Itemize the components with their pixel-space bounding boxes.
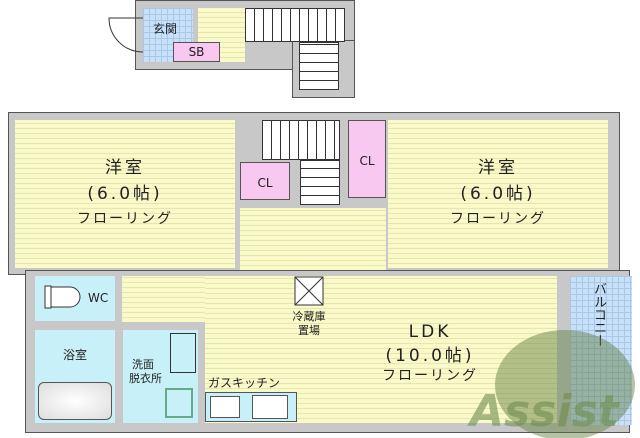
western-room-right xyxy=(388,120,608,268)
bathtub-icon xyxy=(38,382,112,420)
shoe-box xyxy=(173,42,220,62)
entrance-door-icon xyxy=(108,17,144,53)
stairs xyxy=(262,120,340,160)
room-name: 洋室 xyxy=(478,158,518,178)
ldk-floor: フローリング xyxy=(382,368,478,384)
room-size: (6.0帖) xyxy=(87,184,163,204)
washing-machine-icon xyxy=(165,388,193,418)
washroom-label: 脱衣所 xyxy=(129,372,162,385)
entrance-label: 玄関 xyxy=(152,22,177,36)
fridge-space-icon xyxy=(294,276,324,306)
upper-stairs-turn xyxy=(299,42,339,90)
room-floor: フローリング xyxy=(77,211,173,227)
fridge-label: 冷蔵庫 xyxy=(292,310,326,323)
washroom-label: 洗面 xyxy=(132,358,154,371)
ldk-name: LDK xyxy=(408,322,452,342)
room-size: (6.0帖) xyxy=(460,184,536,204)
closet-right xyxy=(348,120,386,198)
room-name: 洋室 xyxy=(105,158,145,178)
watermark-logo xyxy=(495,330,635,438)
stairs-turn xyxy=(300,160,340,205)
balcony xyxy=(570,276,632,425)
closet-left xyxy=(240,162,290,200)
shoe-box-label: SB xyxy=(188,45,205,59)
kitchen-label: ガスキッチン xyxy=(208,376,281,390)
fridge-label: 置場 xyxy=(298,324,320,337)
toilet-icon xyxy=(44,285,81,309)
gas-stove-icon xyxy=(210,396,240,418)
ldk-size: (10.0帖) xyxy=(385,346,475,366)
sink-icon xyxy=(170,333,196,373)
room-floor: フローリング xyxy=(450,211,546,227)
closet-label: CL xyxy=(359,154,375,168)
balcony-label: バルコニー xyxy=(591,282,606,347)
wc-label: WC xyxy=(88,291,109,305)
closet-label: CL xyxy=(257,176,273,190)
upper-stairs xyxy=(245,8,345,42)
bath-label: 浴室 xyxy=(62,348,87,362)
hallway xyxy=(240,208,386,270)
entrance xyxy=(143,8,193,62)
kitchen-sink-icon xyxy=(252,395,288,419)
watermark-text: Assist xyxy=(470,386,619,437)
western-room-left xyxy=(15,120,235,268)
